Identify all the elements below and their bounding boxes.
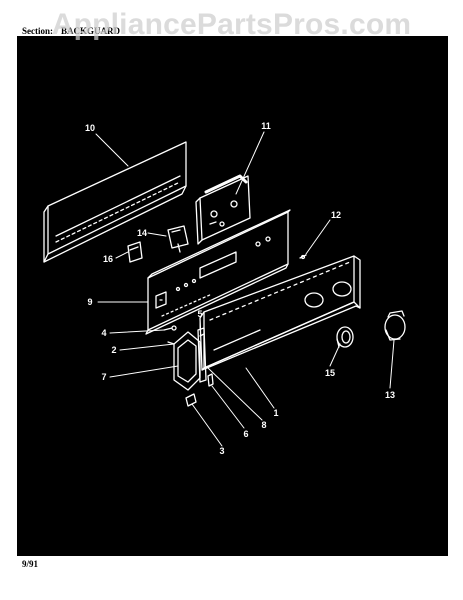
revision-date: 9/91 xyxy=(22,559,39,569)
part-6-clip xyxy=(207,373,214,387)
callout-11: 11 xyxy=(261,121,271,131)
callout-8: 8 xyxy=(261,420,266,430)
part-3-small-part xyxy=(185,393,197,407)
callout-7: 7 xyxy=(101,372,106,382)
callout-5: 5 xyxy=(197,309,202,319)
watermark: AppliancePartsPros.com xyxy=(51,8,412,41)
part-12-screw xyxy=(299,254,307,260)
part-1-main-backguard xyxy=(199,255,361,371)
diagram-panel xyxy=(17,36,448,556)
part-13-knob xyxy=(384,310,406,341)
callout-10: 10 xyxy=(85,123,95,133)
leader-lines xyxy=(95,131,395,447)
callout-15: 15 xyxy=(325,368,335,378)
part-2-end-cap xyxy=(167,331,201,391)
section-header: Section: BACKGUARD xyxy=(22,26,120,36)
part-10-rear-panel xyxy=(43,141,187,263)
callout-6: 6 xyxy=(243,429,248,439)
callout-14: 14 xyxy=(137,228,147,238)
callout-13: 13 xyxy=(385,390,395,400)
section-value: BACKGUARD xyxy=(61,26,121,36)
callout-1: 1 xyxy=(273,408,278,418)
callout-4: 4 xyxy=(101,328,106,338)
model-label: Model: xyxy=(22,36,50,46)
part-11-bracket xyxy=(195,174,251,245)
part-16-block xyxy=(127,241,143,263)
callout-labels: 10 11 14 16 12 9 5 4 2 7 15 13 1 8 6 3 xyxy=(85,121,395,456)
callout-2: 2 xyxy=(111,345,116,355)
part-5-strip xyxy=(197,327,207,383)
part-4-screw xyxy=(163,325,177,331)
callout-16: 16 xyxy=(103,254,113,264)
part-9-control-panel xyxy=(145,209,291,335)
section-label: Section: xyxy=(22,26,53,36)
model-header: Model: xyxy=(22,36,50,46)
callout-12: 12 xyxy=(331,210,341,220)
part-15-knob xyxy=(336,326,354,348)
callout-9: 9 xyxy=(87,297,92,307)
part-14-switch xyxy=(167,225,189,253)
callout-3: 3 xyxy=(219,446,224,456)
